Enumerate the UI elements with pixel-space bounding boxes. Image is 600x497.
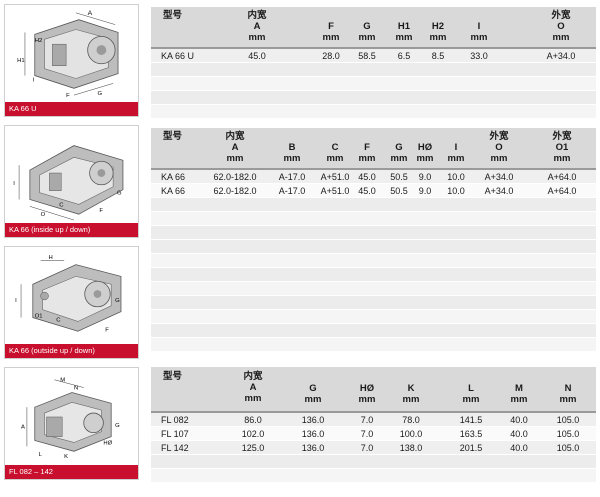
product-thumbnail[interactable]: A H2 H1 I F G KA 66 U: [4, 4, 139, 117]
table-row: KA 66 62.0-182.0 A-17.0 A+51.0 45.0 50.5…: [151, 170, 596, 184]
svg-text:O: O: [41, 212, 46, 218]
svg-text:HØ: HØ: [103, 440, 112, 446]
ka66-outside-drawing-icon: H I O1 C G F: [5, 247, 138, 344]
svg-text:K: K: [64, 454, 68, 460]
svg-text:F: F: [66, 93, 70, 99]
svg-text:I: I: [33, 77, 35, 83]
table-row: FL 082 86.0 136.0 7.0 78.0 141.5 40.0 10…: [151, 413, 596, 427]
empty-rows: [151, 455, 596, 483]
svg-text:N: N: [74, 386, 78, 392]
product-section-ka66-inside: O I C G F KA 66 (inside up / down) 型号 内宽…: [0, 125, 600, 240]
svg-text:G: G: [97, 91, 102, 97]
thumbnail-caption: FL 082 – 142: [5, 465, 138, 479]
product-section-ka66-outside: H I O1 C G F KA 66 (outside up / down): [0, 246, 600, 361]
product-thumbnail[interactable]: O I C G F KA 66 (inside up / down): [4, 125, 139, 238]
col-header-model: 型号: [163, 371, 183, 382]
product-thumbnail[interactable]: M N A L K HØ G FL 082 – 142: [4, 367, 139, 480]
svg-text:M: M: [60, 378, 65, 384]
col-header-model: 型号: [163, 10, 183, 21]
ka66u-drawing-icon: A H2 H1 I F G: [5, 5, 138, 102]
svg-text:F: F: [99, 208, 103, 214]
svg-text:I: I: [15, 298, 17, 304]
svg-text:H1: H1: [17, 58, 25, 64]
svg-text:L: L: [39, 452, 43, 458]
ka66-inside-drawing-icon: O I C G F: [5, 126, 138, 223]
thumbnail-caption: KA 66 (outside up / down): [5, 344, 138, 358]
table-row: KA 66 62.0-182.0 A-17.0 A+51.0 45.0 50.5…: [151, 184, 596, 198]
empty-rows: [151, 63, 596, 119]
svg-text:O1: O1: [35, 314, 43, 320]
thumbnail-caption: KA 66 (inside up / down): [5, 223, 138, 237]
thumbnail-caption: KA 66 U: [5, 102, 138, 116]
shared-table-continuation: [0, 240, 600, 363]
product-thumbnail[interactable]: H I O1 C G F KA 66 (outside up / down): [4, 246, 139, 359]
svg-text:F: F: [105, 327, 109, 333]
svg-text:C: C: [56, 317, 61, 323]
svg-text:A: A: [21, 425, 25, 431]
spec-table-continuation: [151, 240, 596, 352]
empty-rows: [151, 198, 596, 240]
svg-text:C: C: [59, 202, 64, 208]
table-row: FL 142 125.0 136.0 7.0 138.0 201.5 40.0 …: [151, 441, 596, 455]
col-header-model: 型号: [163, 131, 183, 142]
table-row: FL 107 102.0 136.0 7.0 100.0 163.5 40.0 …: [151, 427, 596, 441]
svg-text:G: G: [115, 423, 120, 429]
svg-text:G: G: [115, 298, 120, 304]
svg-text:H: H: [48, 255, 52, 261]
svg-text:I: I: [13, 181, 15, 187]
svg-text:G: G: [117, 191, 122, 197]
fl-drawing-icon: M N A L K HØ G: [5, 368, 138, 465]
table-row: KA 66 U 45.0 28.0 58.5 6.5 8.5 33.0 A+34…: [151, 49, 596, 63]
svg-text:H2: H2: [35, 38, 42, 44]
dim-label-a: A: [88, 10, 93, 17]
